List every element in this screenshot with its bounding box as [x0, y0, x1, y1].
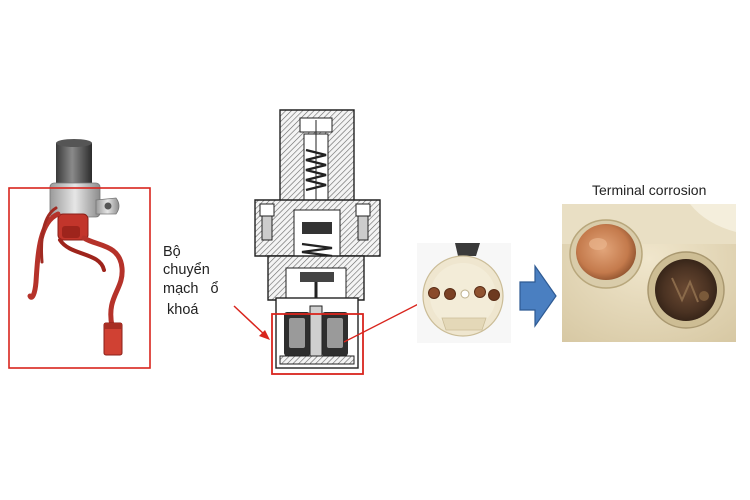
- label-pointer-arrow: [233, 305, 270, 340]
- switch-label-line-4: khoá: [167, 302, 199, 318]
- terminal-corrosion-caption: Terminal corrosion: [592, 182, 707, 198]
- terminal-corrosion-photo: [562, 204, 736, 342]
- switch-label-line-3: mạch ổ: [163, 281, 219, 297]
- switch-label-line-2: chuyển: [163, 262, 210, 278]
- lock-cross-section-drawing: [254, 109, 381, 375]
- right-arrow-icon: [519, 264, 557, 328]
- switch-disc-photo: [417, 243, 511, 343]
- switch-label-line-1: Bộ: [163, 244, 181, 260]
- lock-switch-3d-illustration: [8, 139, 151, 369]
